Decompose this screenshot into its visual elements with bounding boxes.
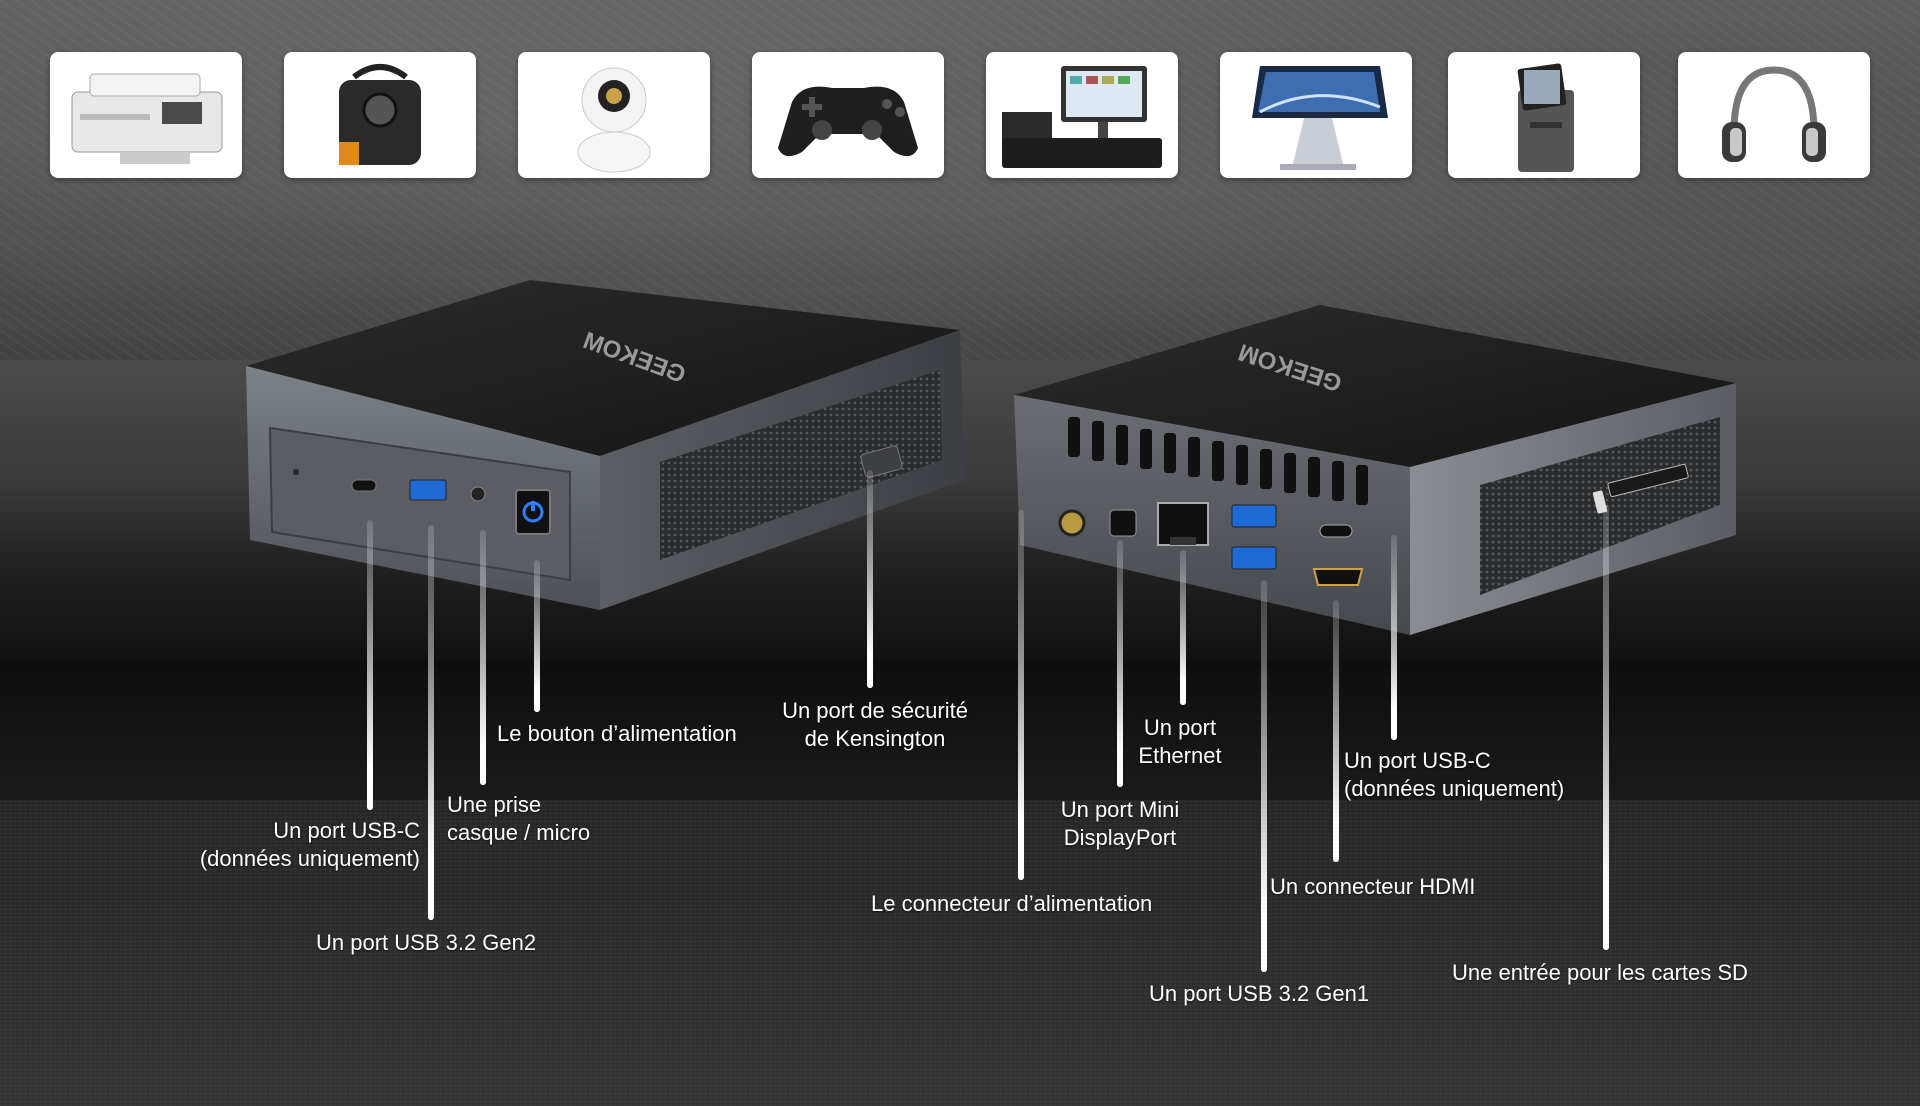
leader-kensington xyxy=(867,470,873,688)
leader-usb32-gen2 xyxy=(428,525,434,920)
leader-sd-card xyxy=(1603,505,1609,950)
leader-mini-dp xyxy=(1117,540,1123,787)
security-camera-icon xyxy=(518,52,710,178)
label-usb32-gen1: Un port USB 3.2 Gen1 xyxy=(1149,981,1370,1006)
label-power-connector: Le connecteur d’alimentation xyxy=(871,891,1153,916)
cash-register-icon xyxy=(986,52,1178,178)
printer-icon xyxy=(50,52,242,178)
kiosk-display-icon xyxy=(1220,52,1412,178)
leader-hdmi xyxy=(1333,600,1339,862)
leader-ethernet xyxy=(1180,550,1186,705)
gamepad-icon xyxy=(752,52,944,178)
headphones-icon xyxy=(1678,52,1870,178)
label-power-button: Le bouton d’alimentation xyxy=(497,721,737,746)
use-case-thumbnails xyxy=(0,0,1920,200)
label-usb32-gen2: Un port USB 3.2 Gen2 xyxy=(316,930,537,955)
label-usbc-rear: Un port USB-C(données uniquement) xyxy=(1344,748,1565,801)
label-hdmi: Un connecteur HDMI xyxy=(1270,874,1476,899)
label-usbc-front: Un port USB-C(données uniquement) xyxy=(199,818,420,871)
label-sd-card: Une entrée pour les cartes SD xyxy=(1452,960,1748,985)
leader-power-button xyxy=(534,560,540,712)
shelf-edge xyxy=(0,660,1920,800)
mini-pc-rear: GEEKOM xyxy=(1010,305,1740,645)
leader-usb32-gen1 xyxy=(1261,580,1267,972)
leader-usbc-rear xyxy=(1391,535,1397,740)
leader-usbc-front xyxy=(367,520,373,810)
projector-icon xyxy=(284,52,476,178)
mini-pc-front: GEEKOM xyxy=(240,280,980,620)
ticket-machine-icon xyxy=(1448,52,1640,178)
leader-audio-jack xyxy=(480,530,486,785)
leader-power-connector xyxy=(1018,510,1024,880)
stone-floor-background xyxy=(0,800,1920,1106)
